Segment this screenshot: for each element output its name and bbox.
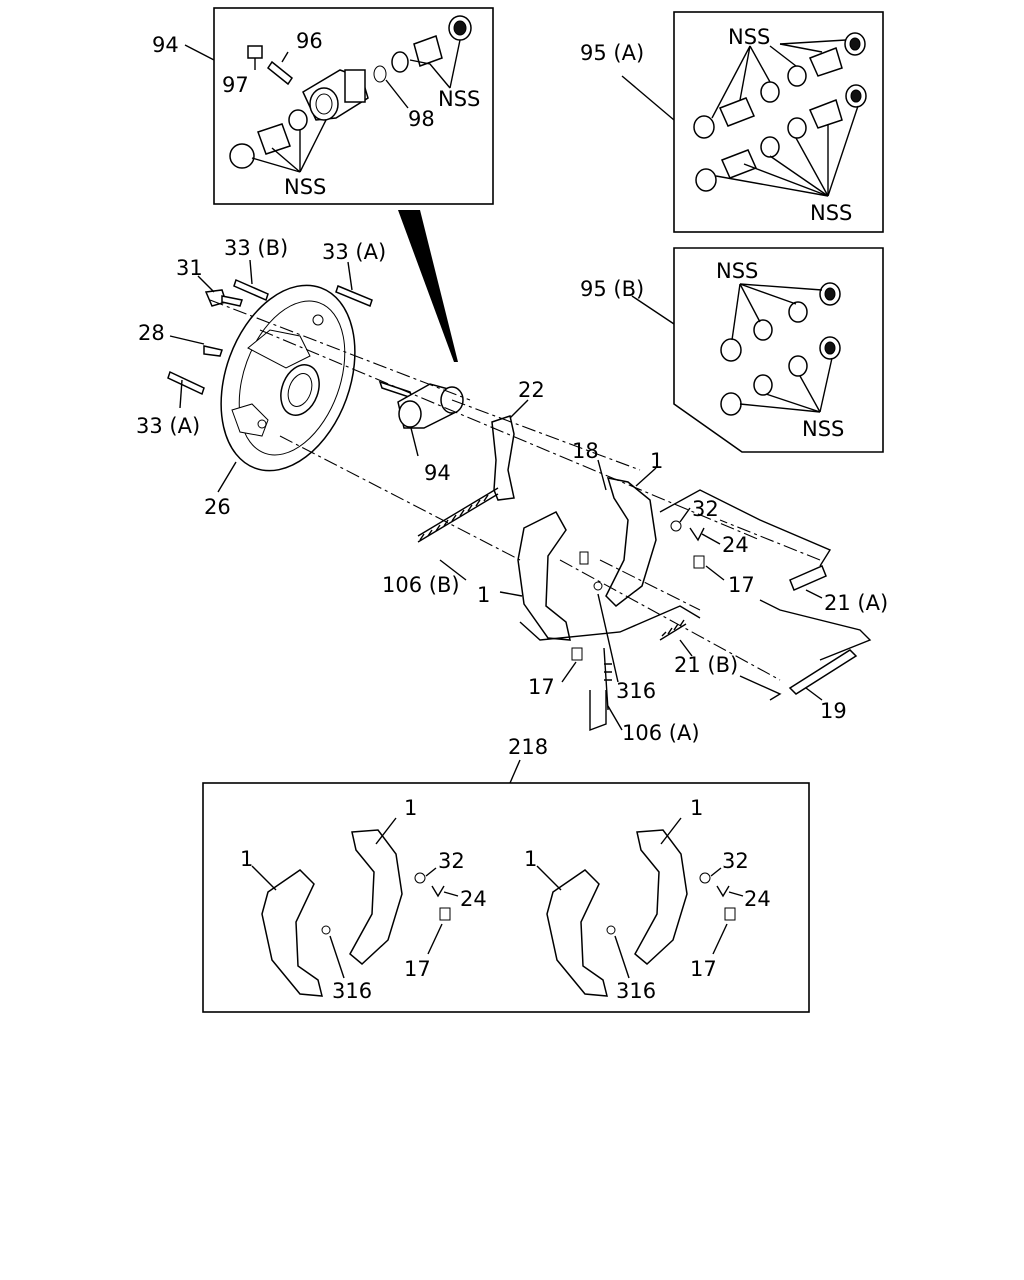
label-1-right: 1 bbox=[650, 449, 663, 473]
assembly-dash-lines bbox=[209, 299, 872, 732]
wheel-cylinder-main bbox=[378, 380, 464, 429]
label-kit1-1-right: 1 bbox=[404, 796, 417, 820]
label-kit1-316: 316 bbox=[332, 979, 372, 1003]
label-nss-95b-top: NSS bbox=[716, 259, 758, 283]
label-1-left: 1 bbox=[477, 583, 490, 607]
label-31: 31 bbox=[176, 256, 203, 280]
label-kit2-17: 17 bbox=[690, 957, 717, 981]
springs-and-strut bbox=[571, 520, 858, 711]
label-nss-95a-bottom: NSS bbox=[810, 201, 852, 225]
label-17-left: 17 bbox=[528, 675, 555, 699]
label-nss-95a-top: NSS bbox=[728, 25, 770, 49]
backing-plate bbox=[220, 284, 356, 472]
label-33a-left: 33 (A) bbox=[136, 414, 200, 438]
detail-pointer-wedge bbox=[398, 210, 458, 362]
label-kit1-17: 17 bbox=[404, 957, 431, 981]
brake-shoes-main bbox=[517, 477, 657, 641]
shoe-kit-218-box bbox=[202, 759, 810, 1013]
label-kit2-1-left: 1 bbox=[524, 847, 537, 871]
label-106b: 106 (B) bbox=[382, 573, 460, 597]
label-32: 32 bbox=[692, 497, 719, 521]
label-22: 22 bbox=[518, 378, 545, 402]
repair-kit-95b-box bbox=[631, 247, 884, 453]
label-kit2-32: 32 bbox=[722, 849, 749, 873]
label-94-main: 94 bbox=[424, 461, 451, 485]
label-26: 26 bbox=[204, 495, 231, 519]
bolts-pins bbox=[167, 278, 373, 396]
label-nss-94-right: NSS bbox=[438, 87, 480, 111]
label-kit2-1-right: 1 bbox=[690, 796, 703, 820]
label-24: 24 bbox=[722, 533, 749, 557]
label-94-box: 94 bbox=[152, 33, 179, 57]
lower-leaders bbox=[439, 507, 823, 731]
adjuster-spring-b bbox=[417, 487, 499, 543]
label-98: 98 bbox=[408, 107, 435, 131]
repair-kit-95a-box bbox=[621, 11, 884, 233]
label-kit1-1-left: 1 bbox=[240, 847, 253, 871]
label-96: 96 bbox=[296, 29, 323, 53]
label-18: 18 bbox=[572, 439, 599, 463]
label-218: 218 bbox=[508, 735, 548, 759]
label-33b: 33 (B) bbox=[224, 236, 288, 260]
label-nss-95b-bottom: NSS bbox=[802, 417, 844, 441]
label-316: 316 bbox=[616, 679, 656, 703]
label-95a: 95 (A) bbox=[580, 41, 644, 65]
label-17-right: 17 bbox=[728, 573, 755, 597]
wheel-cylinder-detail-box bbox=[184, 7, 494, 205]
label-kit1-24: 24 bbox=[460, 887, 487, 911]
label-19: 19 bbox=[820, 699, 847, 723]
label-kit1-32: 32 bbox=[438, 849, 465, 873]
left-leaders bbox=[169, 259, 657, 493]
part-labels: 94 96 97 98 NSS NSS 95 (A) NSS NSS 95 (B… bbox=[136, 25, 888, 1003]
label-106a: 106 (A) bbox=[622, 721, 700, 745]
label-nss-94-bottom: NSS bbox=[284, 175, 326, 199]
label-kit2-24: 24 bbox=[744, 887, 771, 911]
label-21a: 21 (A) bbox=[824, 591, 888, 615]
label-28: 28 bbox=[138, 321, 165, 345]
label-95b: 95 (B) bbox=[580, 277, 644, 301]
label-97: 97 bbox=[222, 73, 249, 97]
label-kit2-316: 316 bbox=[616, 979, 656, 1003]
label-21b: 21 (B) bbox=[674, 653, 738, 677]
label-33a-top: 33 (A) bbox=[322, 240, 386, 264]
